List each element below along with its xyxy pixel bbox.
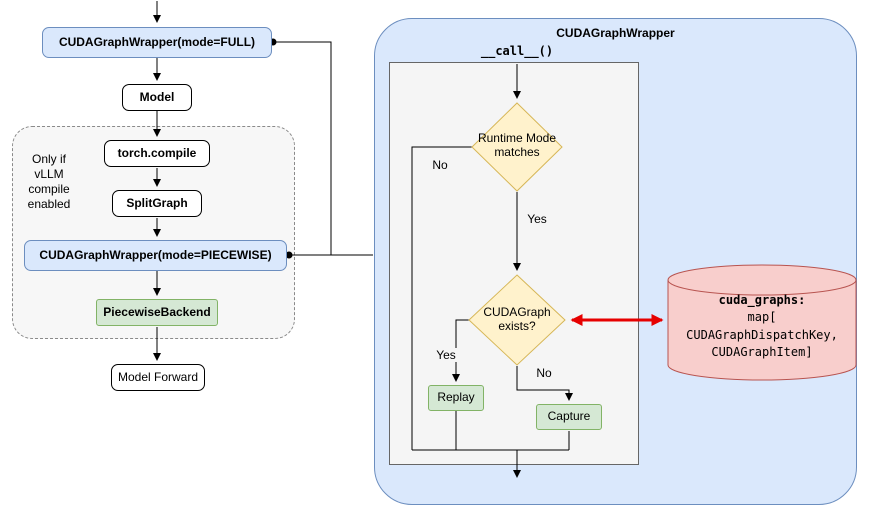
node-splitgraph: SplitGraph: [112, 190, 202, 217]
panel-title: CUDAGraphWrapper: [556, 26, 675, 40]
edge-label-yes-exists: Yes: [430, 348, 462, 362]
node-model: Model: [122, 84, 192, 111]
node-cudagraphwrapper-piecewise: CUDAGraphWrapper(mode=PIECEWISE): [24, 240, 287, 271]
node-piecewise-backend: PiecewiseBackend: [96, 299, 218, 326]
compile-only-note: Only if vLLM compile enabled: [27, 152, 71, 211]
store-body: map[ CUDAGraphDispatchKey, CUDAGraphItem…: [686, 310, 838, 360]
node-cudagraphwrapper-full: CUDAGraphWrapper(mode=FULL): [42, 27, 272, 58]
node-model-forward: Model Forward: [111, 364, 205, 391]
store-title: cuda_graphs:: [718, 293, 806, 307]
runtime-mode-label: Runtime Mode matches: [477, 131, 557, 160]
node-replay: Replay: [428, 385, 484, 411]
call-method-label: __call__(): [480, 44, 554, 58]
edge-label-no-exists: No: [528, 366, 560, 380]
node-capture: Capture: [536, 404, 602, 430]
edge-label-no-runtime: No: [424, 158, 456, 172]
store-label: cuda_graphs: map[ CUDAGraphDispatchKey, …: [668, 292, 856, 362]
edge-label-yes-runtime: Yes: [520, 212, 554, 226]
node-torch-compile: torch.compile: [104, 140, 210, 167]
cudagraph-exists-label: CUDAGraph exists?: [483, 305, 551, 334]
